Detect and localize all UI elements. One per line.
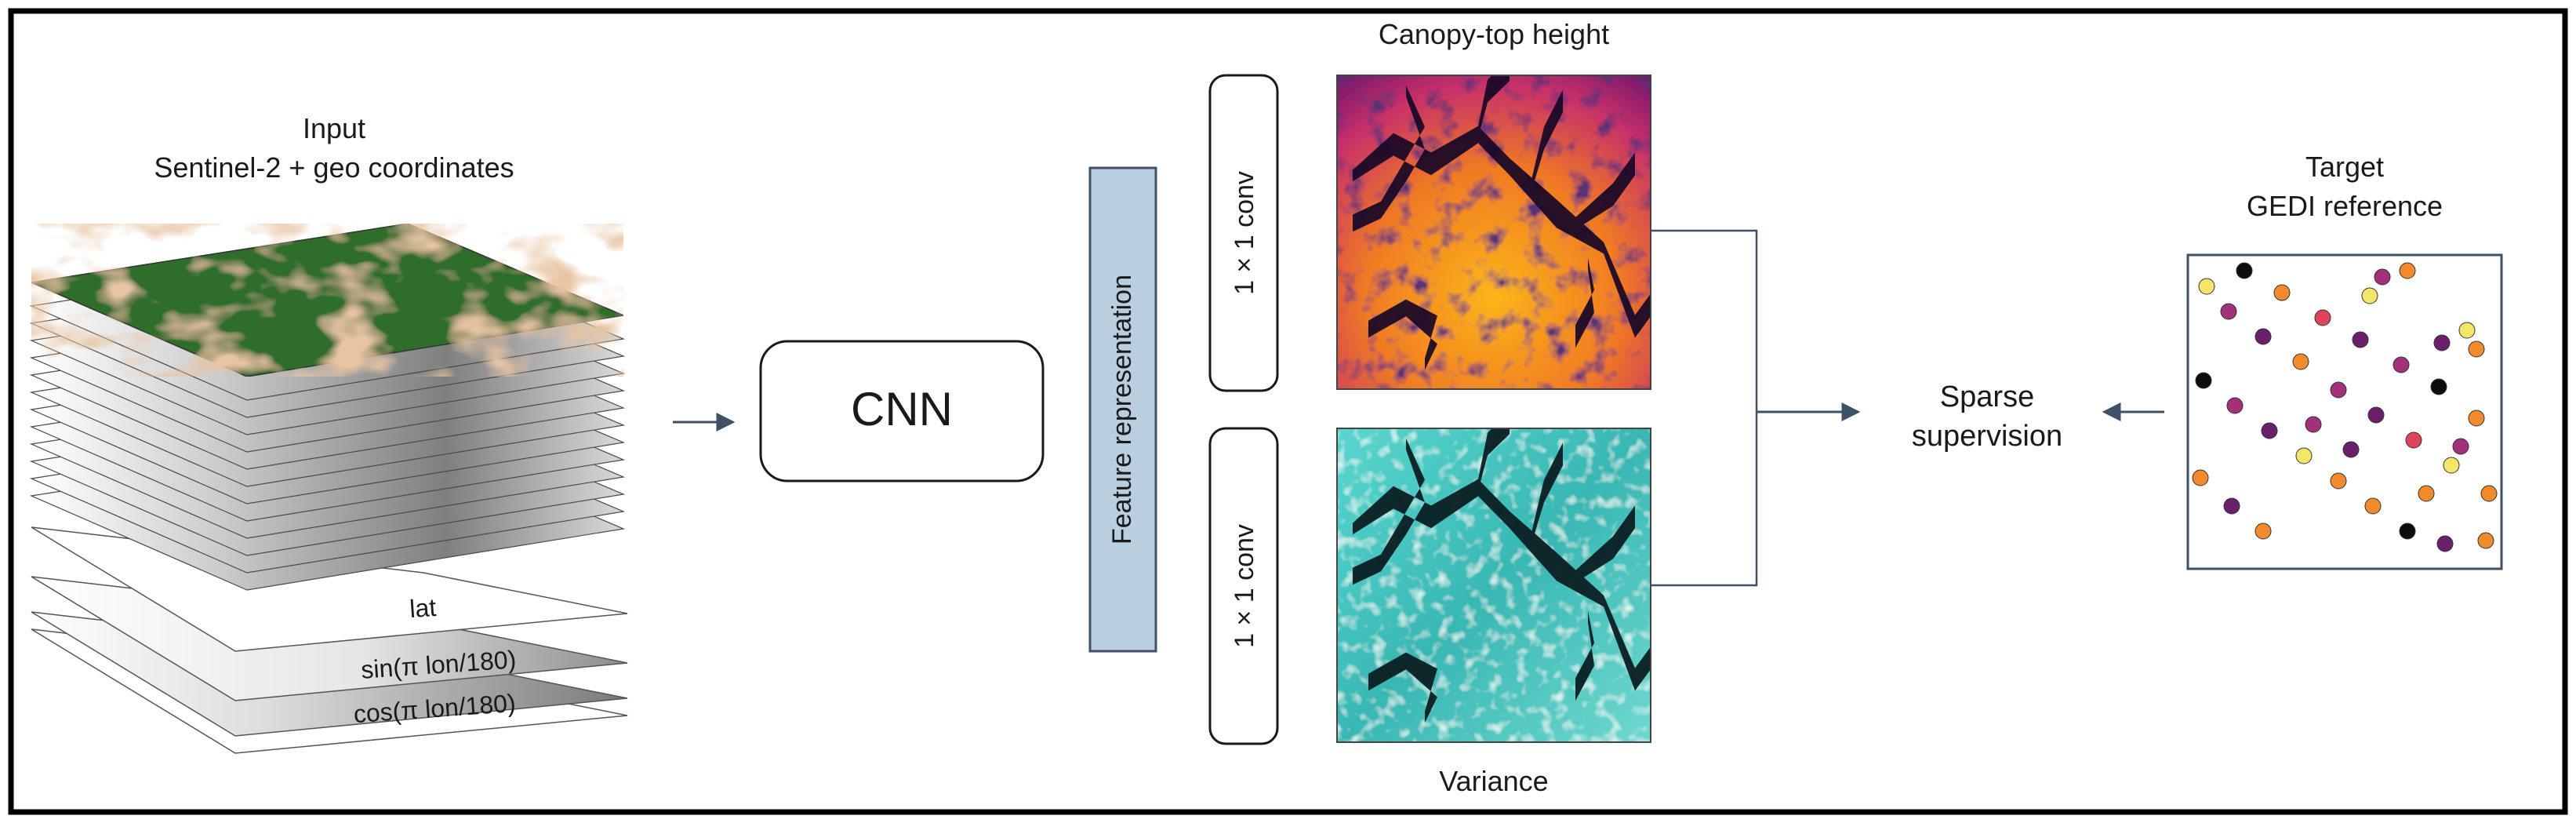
gedi-point — [2223, 497, 2240, 515]
variance-output: Variance — [1336, 428, 1651, 797]
gedi-point — [2261, 422, 2278, 439]
gedi-point — [2480, 485, 2498, 502]
gedi-point — [2430, 378, 2447, 395]
gedi-point — [2254, 328, 2272, 345]
gedi-point — [2399, 523, 2416, 540]
geo-label-lat: lat — [409, 593, 437, 623]
feature-label: Feature representation — [1107, 275, 1137, 544]
gedi-point — [2195, 372, 2212, 389]
cnn-block: CNN — [759, 340, 1045, 483]
gedi-point — [2367, 406, 2385, 424]
target-subtitle: GEDI reference — [2247, 190, 2443, 222]
gedi-point — [2198, 278, 2215, 295]
gedi-point — [2305, 416, 2322, 433]
gedi-point — [2405, 432, 2422, 449]
gedi-point — [2443, 457, 2460, 474]
feature-bar — [1088, 166, 1157, 653]
supervision-block: Sparse supervision — [1912, 381, 2062, 453]
gedi-point — [2342, 441, 2360, 458]
gedi-point — [2468, 410, 2485, 427]
input-section: Input Sentinel-2 + geo coordinates lat s… — [29, 112, 628, 754]
input-title: Input — [303, 112, 365, 144]
figure-frame — [8, 8, 2568, 815]
target-title: Target — [2305, 151, 2384, 183]
variance-map — [1337, 428, 1651, 742]
canopy-height-map — [1337, 75, 1651, 389]
gedi-point — [2226, 397, 2244, 414]
input-subtitle: Sentinel-2 + geo coordinates — [154, 151, 514, 184]
bracket-connector — [1651, 229, 1758, 587]
conv-bottom-box — [1208, 427, 1279, 745]
height-title: Canopy-top height — [1379, 18, 1609, 50]
gedi-point — [2393, 356, 2410, 373]
terrain-top-layer — [29, 223, 626, 377]
gedi-point — [2418, 485, 2435, 502]
gedi-point — [2477, 532, 2494, 549]
gedi-point — [2330, 381, 2347, 399]
gedi-point — [2314, 309, 2331, 326]
gedi-point — [2273, 284, 2291, 301]
gedi-point — [2292, 353, 2309, 370]
gedi-point — [2468, 340, 2485, 358]
cnn-label: CNN — [851, 383, 953, 435]
supervision-line2: supervision — [1912, 420, 2062, 453]
gedi-point — [2352, 331, 2369, 348]
conv-heads: 1 × 1 conv 1 × 1 conv — [1208, 74, 1279, 745]
gedi-point — [2236, 262, 2253, 279]
gedi-point — [2436, 535, 2454, 552]
gedi-point — [2458, 322, 2476, 339]
gedi-point — [2254, 523, 2272, 540]
gedi-point — [2433, 334, 2451, 351]
gedi-points — [2192, 262, 2498, 552]
gedi-point — [2364, 497, 2382, 515]
gedi-point — [2330, 472, 2347, 490]
supervision-line1: Sparse — [1940, 381, 2034, 413]
gedi-point — [2399, 262, 2416, 279]
output-connectors — [1651, 229, 1861, 587]
canopy-height-output: Canopy-top height — [1336, 18, 1651, 390]
gedi-point — [2220, 303, 2237, 320]
cnn-box — [759, 340, 1045, 483]
feature-representation-block: Feature representation — [1088, 166, 1157, 653]
gedi-point — [2192, 469, 2209, 486]
height-map-border — [1336, 75, 1651, 390]
gedi-point — [2295, 447, 2313, 464]
conv-top-label: 1 × 1 conv — [1230, 171, 1259, 295]
conv-bottom-label: 1 × 1 conv — [1230, 524, 1259, 648]
conv-top-box — [1208, 74, 1279, 392]
gedi-point — [2452, 438, 2469, 455]
sentinel-rgb-layer — [29, 223, 626, 377]
gedi-point — [2374, 268, 2391, 286]
variance-title: Variance — [1439, 765, 1548, 797]
target-section: Target GEDI reference — [2186, 151, 2503, 570]
gedi-point — [2361, 287, 2378, 304]
